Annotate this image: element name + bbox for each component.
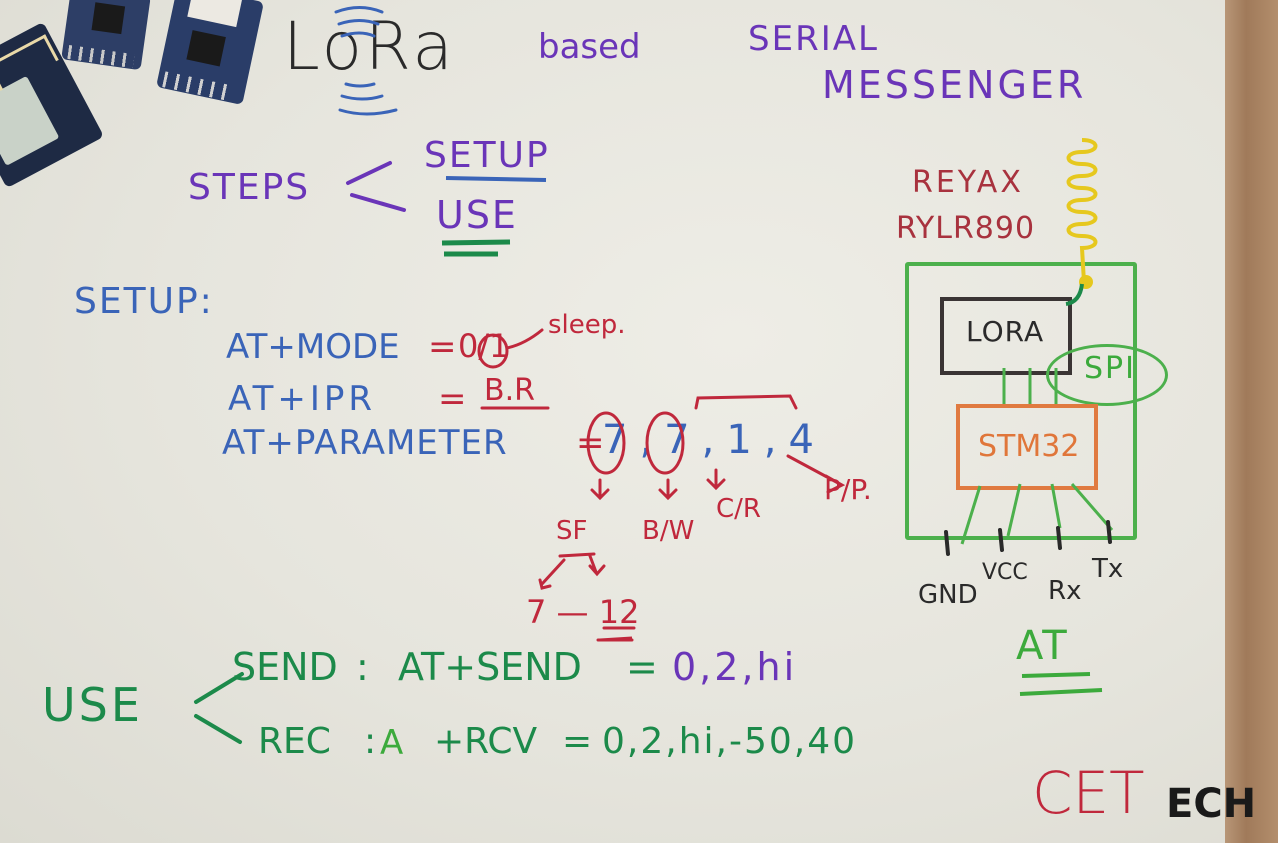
receive-label: REC bbox=[258, 721, 331, 762]
title-lora: LoRa bbox=[283, 8, 456, 85]
spi-label: SPI bbox=[1084, 351, 1136, 386]
title-messenger: MESSENGER bbox=[822, 63, 1087, 107]
send-label: SEND bbox=[232, 645, 338, 689]
steps-branch-use: USE bbox=[436, 193, 518, 237]
title-based: based bbox=[538, 27, 641, 67]
receive-at-smudge: A bbox=[380, 723, 404, 763]
wooden-table-edge bbox=[1225, 0, 1278, 843]
command-value: B.R bbox=[484, 373, 535, 408]
steps-branch-setup: SETUP bbox=[424, 135, 550, 176]
pin-tx: Tx bbox=[1092, 554, 1124, 584]
lora-chip-label: LORA bbox=[966, 315, 1045, 348]
send-sep: : bbox=[356, 645, 369, 689]
module-model: RYLR890 bbox=[896, 211, 1036, 246]
command-value: 0/1 bbox=[458, 327, 510, 365]
note-bw: B/W bbox=[642, 516, 695, 546]
lora-module-photo-1 bbox=[61, 0, 151, 71]
command-eq: = bbox=[576, 423, 605, 463]
send-eq: = bbox=[626, 645, 658, 689]
command-name: AT+PARAMETER bbox=[222, 423, 508, 463]
send-value: 0,2,hi bbox=[672, 645, 798, 689]
command-name: AT+MODE bbox=[226, 327, 400, 367]
steps-label: STEPS bbox=[188, 167, 311, 208]
title-serial: SERIAL bbox=[748, 19, 879, 59]
command-note: sleep. bbox=[548, 310, 626, 340]
command-eq: = bbox=[428, 327, 457, 367]
receive-value: 0,2,hi,-50,40 bbox=[602, 721, 858, 762]
stm32-label: STM32 bbox=[978, 429, 1080, 464]
receive-eq: = bbox=[562, 721, 593, 762]
use-label: USE bbox=[42, 678, 143, 732]
receive-sep: : bbox=[364, 721, 377, 762]
command-eq: = bbox=[438, 379, 467, 419]
receive-command: +RCV bbox=[434, 721, 538, 762]
note-sf-range: 7 — 12 bbox=[526, 593, 640, 631]
command-name: AT+IPR bbox=[228, 379, 377, 419]
command-value: 7,7,1,4 bbox=[602, 417, 826, 463]
setup-heading: SETUP: bbox=[74, 281, 214, 322]
note-pp: P/P. bbox=[824, 473, 872, 506]
brand-red-part: CET bbox=[1032, 759, 1145, 827]
note-cr: C/R bbox=[716, 494, 761, 524]
send-command: AT+SEND bbox=[398, 645, 582, 689]
pin-vcc: VCC bbox=[982, 560, 1028, 585]
brand-black-part: ECH bbox=[1166, 781, 1257, 827]
pin-rx: Rx bbox=[1048, 576, 1082, 606]
note-sf: SF bbox=[556, 516, 588, 546]
interface-at: AT bbox=[1016, 623, 1069, 669]
module-brand: REYAX bbox=[912, 165, 1024, 200]
pin-gnd: GND bbox=[918, 580, 978, 610]
